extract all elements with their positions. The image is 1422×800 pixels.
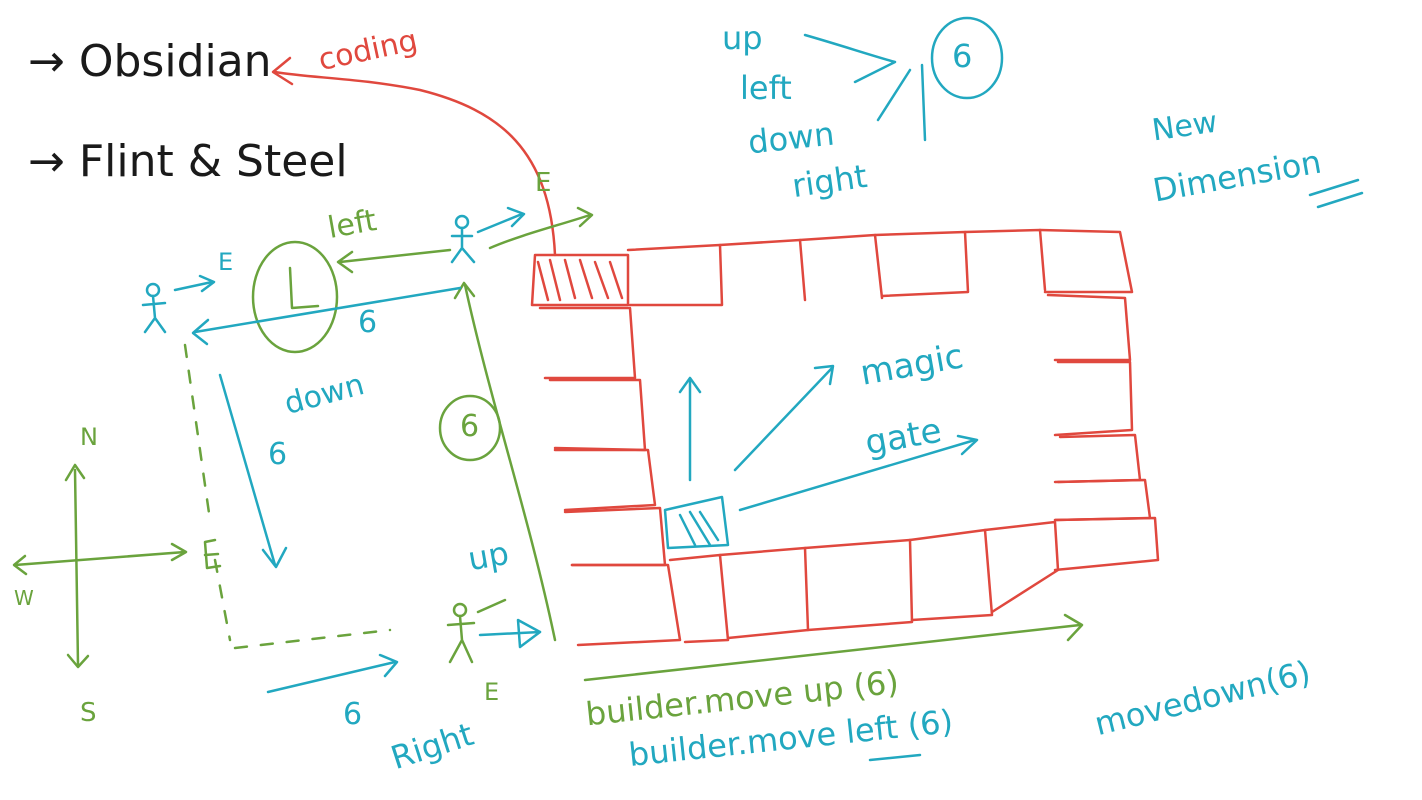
- e-label-left-agent: E: [218, 248, 234, 276]
- west-label: W: [14, 586, 34, 610]
- moves-left: left: [740, 69, 792, 107]
- six-circle-label: 6: [460, 409, 480, 444]
- agent-bottom: [446, 602, 476, 664]
- up-label-bottom: up: [465, 533, 512, 579]
- moves-up: up: [722, 19, 763, 57]
- l-circle-label: L: [283, 270, 284, 271]
- south-label: S: [80, 698, 97, 728]
- coding-arrowhead: [271, 56, 294, 86]
- six-bottom-label: 6: [343, 697, 363, 732]
- moves-down: down: [746, 114, 837, 162]
- east-compass-label: E: [192, 538, 193, 539]
- six-down-label: 6: [268, 437, 288, 472]
- teal-path: [141, 16, 1004, 694]
- left-label: left: [325, 203, 380, 246]
- flint-steel-label: → Flint & Steel: [28, 136, 348, 187]
- six-top-label: 6: [358, 305, 378, 340]
- north-label: N: [80, 423, 98, 451]
- coding-arrow: [273, 70, 557, 257]
- agent-top-left: [141, 282, 167, 334]
- builder-route: [12, 178, 1364, 762]
- magic-gate-arrows: [663, 364, 979, 550]
- obsidian-label: → Obsidian: [28, 36, 272, 87]
- moves-right: right: [789, 156, 870, 206]
- six-circle-top-label: 6: [952, 37, 973, 75]
- obsidian-corner-hatch: [536, 258, 624, 302]
- new-label: New: [1149, 104, 1220, 149]
- portal-frame: [530, 228, 1160, 647]
- compass: [12, 463, 188, 669]
- e-label-bottom: E: [484, 678, 500, 706]
- e-label-top: E: [535, 168, 552, 198]
- agent-top-right: [450, 214, 476, 264]
